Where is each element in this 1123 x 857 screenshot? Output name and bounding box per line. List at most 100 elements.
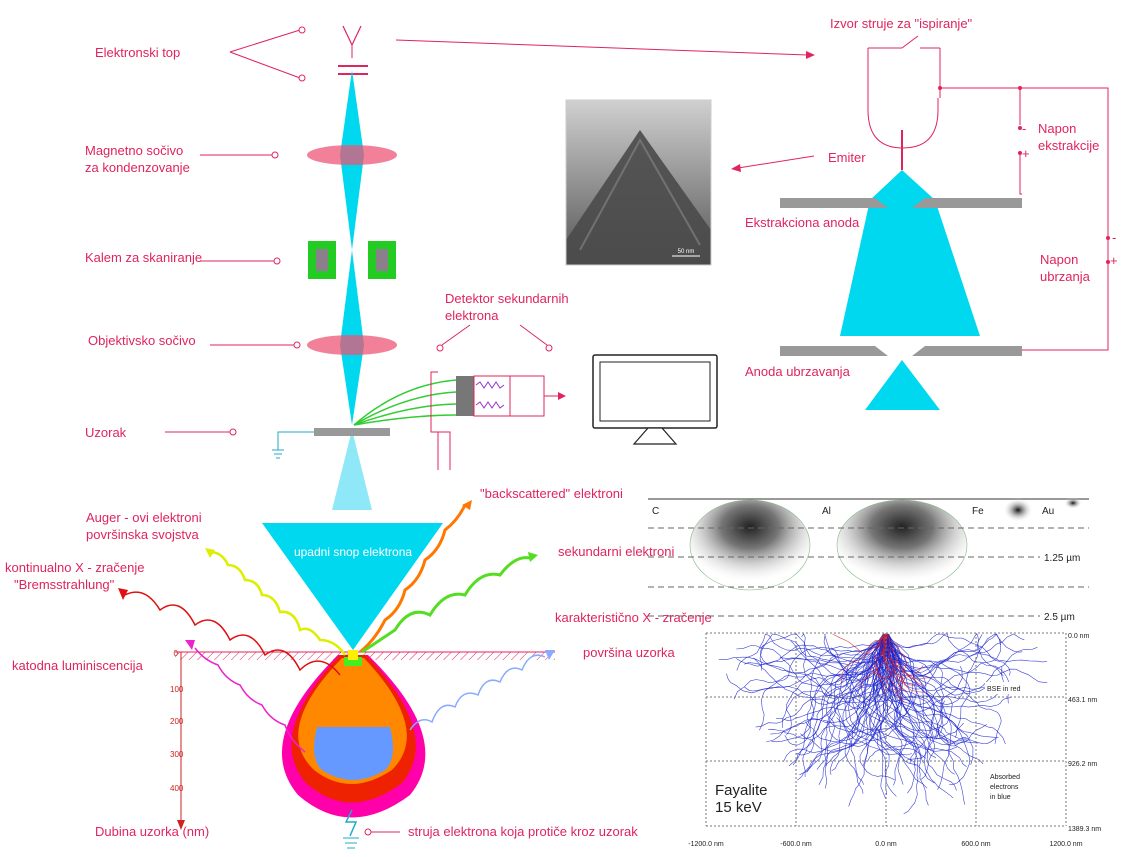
- backscatter-wave: [359, 504, 467, 654]
- trajectory-path: [736, 633, 884, 687]
- label-auger-2: površinska svojstva: [86, 527, 199, 542]
- trajectory-path: [863, 633, 886, 799]
- trajectory-path: [818, 633, 889, 785]
- ground-symbol: [272, 431, 314, 459]
- se-detector: [430, 324, 566, 470]
- label-ext-anode: Ekstrakciona anoda: [745, 215, 860, 230]
- label-acc-voltage-1: Napon: [1040, 252, 1078, 267]
- monte-carlo-panel: C Al Fe Au 1.25 µm 2.5 µm 0.0 nm 463.1 n…: [648, 497, 1101, 848]
- trajectory-path: [886, 633, 1047, 663]
- label-ext-voltage-1: Napon: [1038, 121, 1076, 136]
- label-source: Izvor struje za "ispiranje": [830, 16, 973, 31]
- label-brems-1: kontinualno X - zračenje: [5, 560, 144, 575]
- auger-wave: [209, 550, 347, 656]
- label-detector-2: elektrona: [445, 308, 499, 323]
- trajectory-path: [888, 633, 905, 703]
- label-secondary: sekundarni elektroni: [558, 544, 674, 559]
- label-scan-coil: Kalem za skaniranje: [85, 250, 202, 265]
- interaction-volume: upadni snop elektrona 0 100 200 300 400: [5, 486, 712, 849]
- label-char-x: karakteristično X - zračenje: [555, 610, 712, 625]
- sem-column: Elektronski top Magnetno sočivo za konde…: [85, 25, 815, 510]
- trajectory-path: [832, 633, 886, 655]
- trajectory-path: [888, 633, 970, 785]
- depth-tick-200: 200: [170, 717, 184, 726]
- trajectory-path: [882, 633, 925, 687]
- condenser-lens: [307, 145, 397, 165]
- trajectory-path: [875, 633, 958, 752]
- trajectory-path: [771, 633, 888, 743]
- sim-ytick-3: 1389.3 nm: [1068, 826, 1101, 833]
- trajectory-path: [888, 633, 957, 791]
- sim-element-fe: Fe: [972, 506, 984, 517]
- trajectory-path: [884, 633, 966, 805]
- trajectory-path: [881, 633, 997, 745]
- sim-absorbed-3: in blue: [990, 794, 1011, 801]
- sim-element-au: Au: [1042, 506, 1054, 517]
- scan-coils: [308, 241, 396, 279]
- monitor-icon: [592, 354, 718, 445]
- tem-tip-image: 50 nm: [565, 99, 712, 266]
- label-ext-voltage-2: ekstrakcije: [1038, 138, 1099, 153]
- trajectory-path: [869, 633, 928, 789]
- label-brems-2: "Bremsstrahlung": [14, 577, 115, 592]
- trajectory-path: [882, 633, 900, 699]
- incident-beam: [262, 523, 443, 650]
- trajectory-path: [877, 633, 1001, 676]
- ext-minus: -: [1022, 121, 1026, 136]
- current-bolt: [344, 809, 358, 837]
- label-emitter: Emiter: [828, 150, 866, 165]
- label-condenser-2: za kondenzovanje: [85, 160, 190, 175]
- label-depth: Dubina uzorka (nm): [95, 824, 209, 839]
- sim-element-c: C: [652, 506, 659, 517]
- label-objective: Objektivsko sočivo: [88, 333, 196, 348]
- trajectory-path: [886, 633, 931, 680]
- sample-stage: [314, 428, 390, 436]
- label-electron-gun: Elektronski top: [95, 45, 180, 60]
- label-surface: površina uzorka: [583, 645, 676, 660]
- trajectory-path: [886, 633, 967, 767]
- sim-ytick-2: 926.2 nm: [1068, 761, 1097, 768]
- trajectory-path: [887, 633, 1001, 692]
- trajectory-path: [770, 633, 886, 735]
- sim-xtick-3: 600.0 nm: [961, 841, 990, 848]
- field-emitter-schematic: - + - + Izvor struje za "ispiranje" Emit…: [731, 16, 1118, 410]
- sim-xtick-1: -600.0 nm: [780, 841, 812, 848]
- trajectory-path: [887, 633, 1025, 674]
- trajectory-path: [823, 633, 890, 676]
- depth-tick-300: 300: [170, 750, 184, 759]
- trajectory-path: [726, 633, 887, 694]
- sim-ytick-0: 0.0 nm: [1068, 633, 1090, 640]
- label-acc-voltage-2: ubrzanja: [1040, 269, 1091, 284]
- trajectory-path: [768, 633, 887, 740]
- secondary-trajectories: [353, 379, 457, 426]
- electron-trajectories: [718, 633, 1048, 815]
- trajectory-path: [878, 633, 924, 693]
- label-detector-1: Detektor sekundarnih: [445, 291, 569, 306]
- cathodo-wave: [194, 647, 306, 753]
- label-backscattered: "backscattered" elektroni: [480, 486, 623, 501]
- label-condenser-1: Magnetno sočivo: [85, 143, 183, 158]
- trajectory-path: [886, 633, 1002, 744]
- trajectory-path: [886, 633, 917, 794]
- sim-element-al: Al: [822, 506, 831, 517]
- trajectory-path: [844, 633, 889, 794]
- trajectory-path: [884, 633, 1038, 690]
- sim-xtick-0: -1200.0 nm: [688, 841, 724, 848]
- trajectory-path: [805, 633, 887, 745]
- sim-xtick-2: 0.0 nm: [875, 841, 897, 848]
- trajectory-path: [850, 633, 885, 766]
- depth-tick-0: 0: [174, 649, 179, 658]
- column-leaders: [165, 26, 815, 436]
- sim-material: Fayalite: [715, 782, 768, 799]
- electron-beam: [332, 70, 372, 510]
- secondary-wave: [361, 556, 531, 654]
- trajectory-path: [759, 633, 885, 671]
- ext-plus: +: [1022, 146, 1030, 161]
- trajectory-path: [883, 633, 944, 760]
- depth-tick-100: 100: [170, 685, 184, 694]
- sim-depth-2: 2.5 µm: [1044, 612, 1075, 623]
- trajectory-path: [886, 633, 987, 744]
- acc-minus: -: [1112, 230, 1116, 245]
- objective-lens: [307, 335, 397, 355]
